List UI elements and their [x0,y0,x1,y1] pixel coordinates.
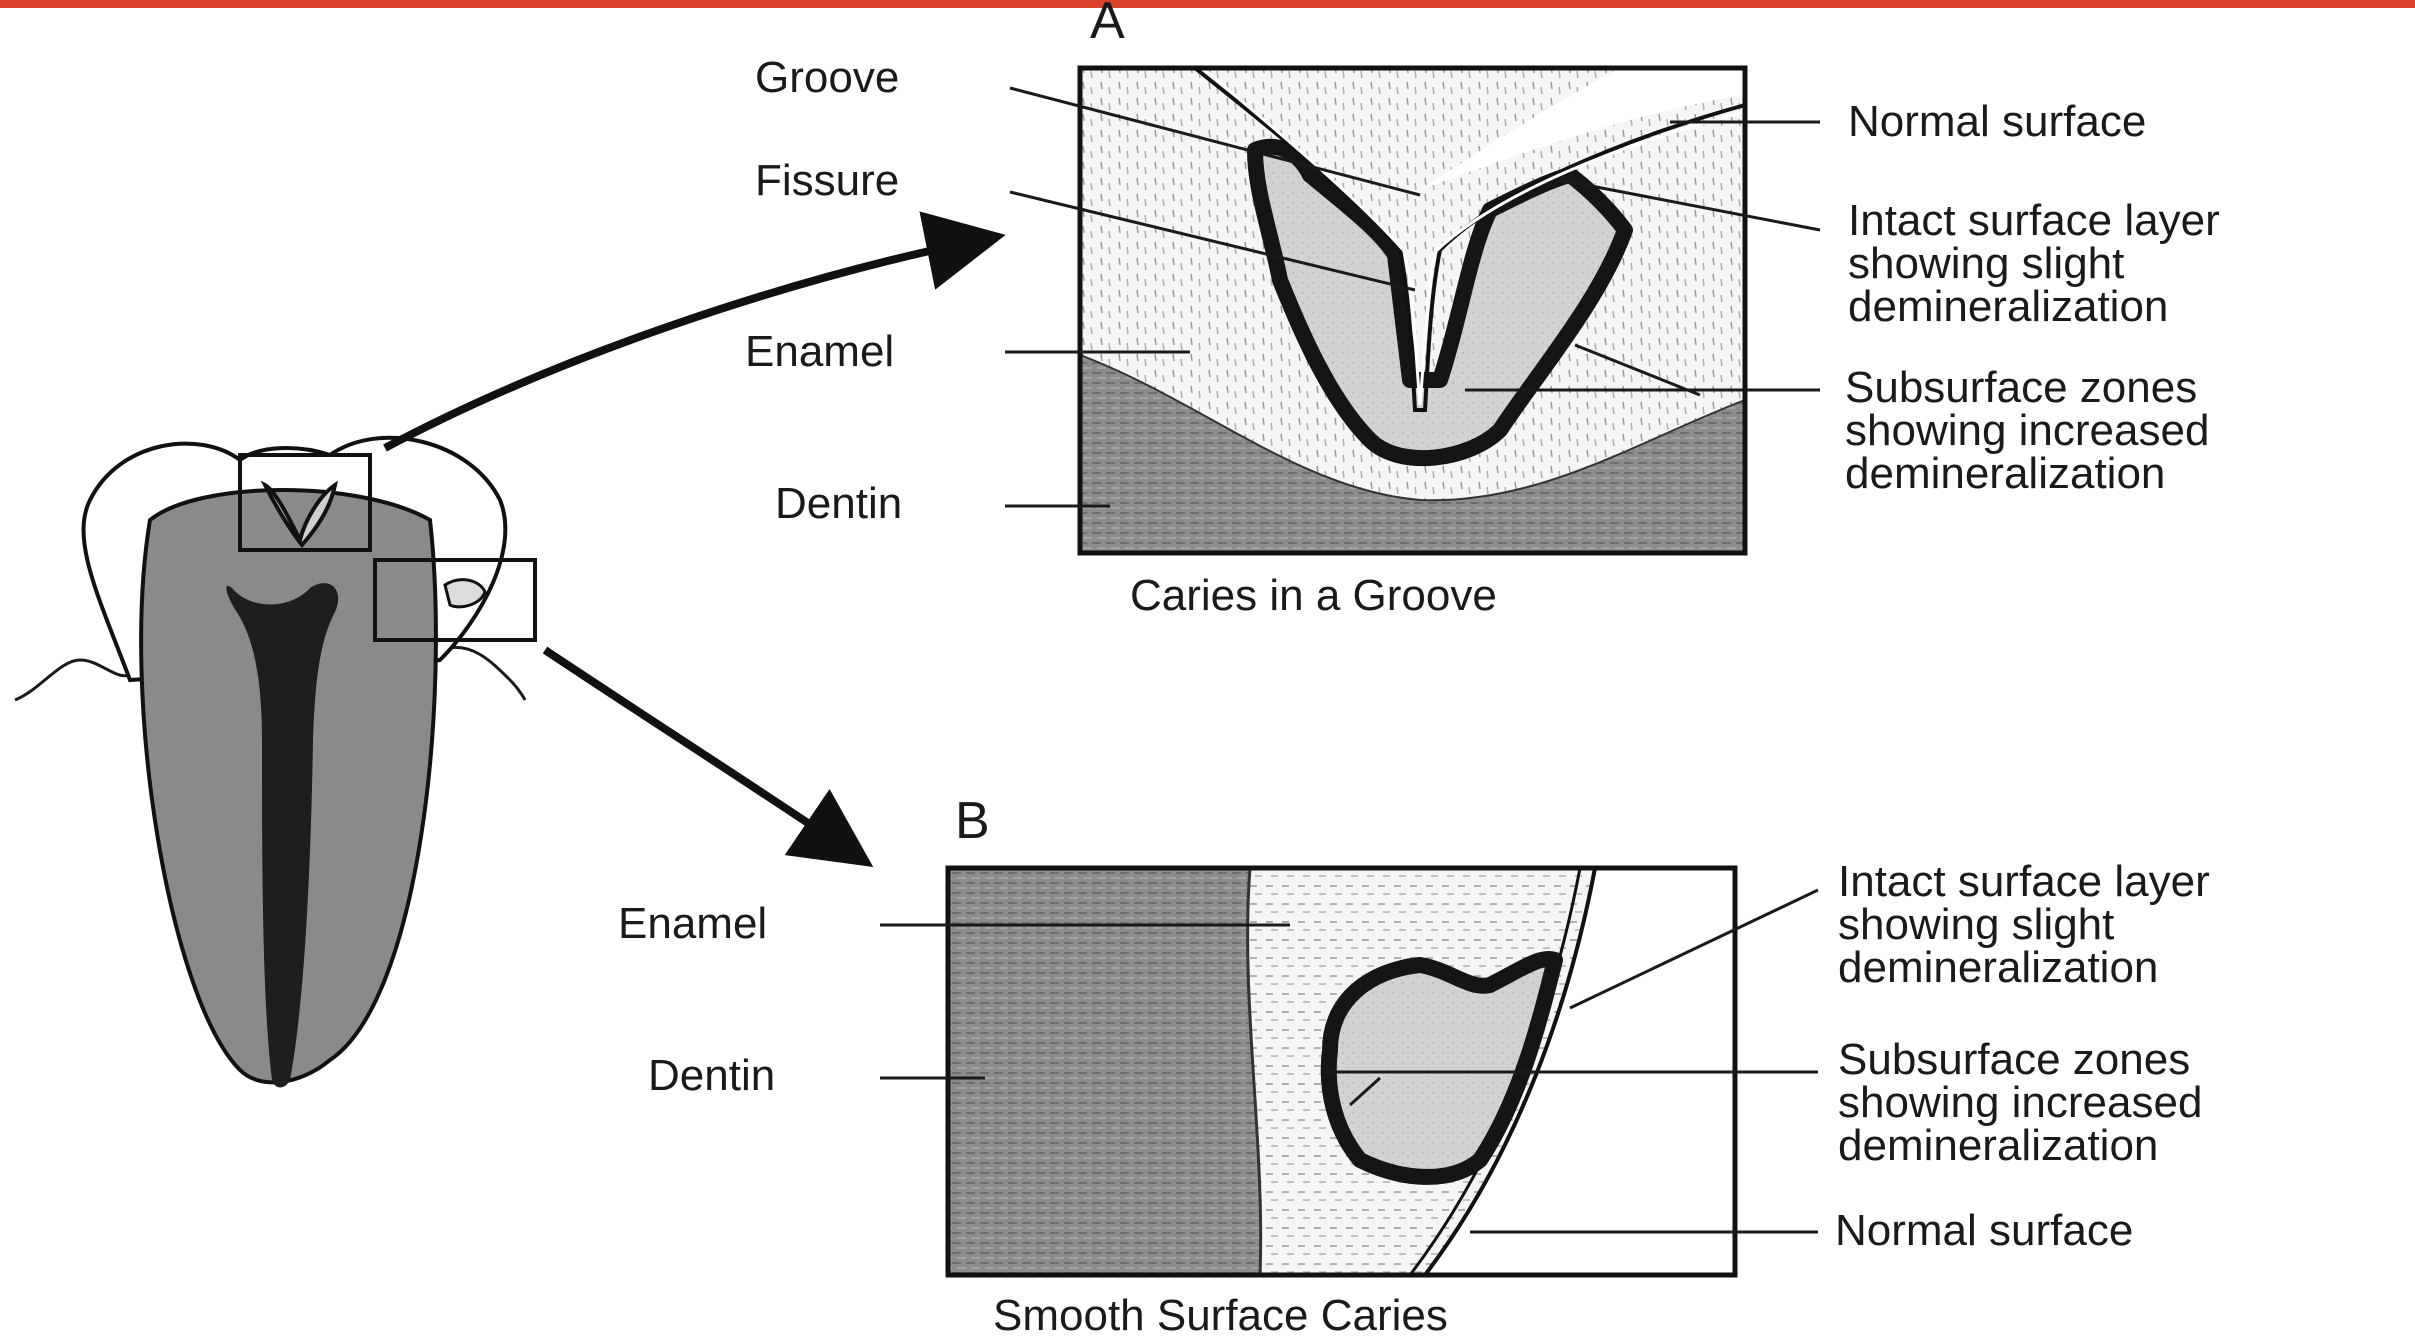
panel-b-letter: B [955,792,990,850]
label-b-enamel: Enamel [618,899,767,948]
label-b-subsurface-1: Subsurface zones [1838,1035,2190,1084]
label-b-intact-3: demineralization [1838,943,2158,992]
label-b-normal-surface: Normal surface [1835,1206,2133,1255]
label-a-intact-1: Intact surface layer [1848,196,2220,245]
gum-line-left [15,660,130,700]
panel-a-caption: Caries in a Groove [1130,571,1497,620]
label-a-enamel: Enamel [745,327,894,376]
label-b-subsurface-2: showing increased [1838,1078,2202,1127]
panel-b-dentin [948,868,1260,1275]
tooth-illustration [15,438,535,1088]
label-a-subsurface-3: demineralization [1845,449,2165,498]
panel-a-letter: A [1090,0,1125,50]
label-a-normal-surface: Normal surface [1848,97,2146,146]
label-a-dentin: Dentin [775,479,902,528]
label-b-intact-1: Intact surface layer [1838,857,2210,906]
top-accent-bar [0,0,2415,8]
label-b-dentin: Dentin [648,1051,775,1100]
arrow-to-panel-b [545,650,860,858]
label-a-fissure: Fissure [755,156,899,205]
panel-b-caption: Smooth Surface Caries [993,1291,1448,1340]
panel-a: A Groove Fissure Enamel Dentin Normal su… [745,0,2220,620]
label-a-intact-2: showing slight [1848,239,2124,288]
arrow-to-panel-a [385,238,990,448]
label-a-subsurface-1: Subsurface zones [1845,363,2197,412]
label-b-intact-2: showing slight [1838,900,2114,949]
gum-line-right [440,647,525,700]
label-b-subsurface-3: demineralization [1838,1121,2158,1170]
label-a-groove: Groove [755,53,899,102]
label-a-intact-3: demineralization [1848,282,2168,331]
label-a-subsurface-2: showing increased [1845,406,2209,455]
panel-b: B Enamel Dentin Intact surface layer sho… [618,792,2210,1340]
